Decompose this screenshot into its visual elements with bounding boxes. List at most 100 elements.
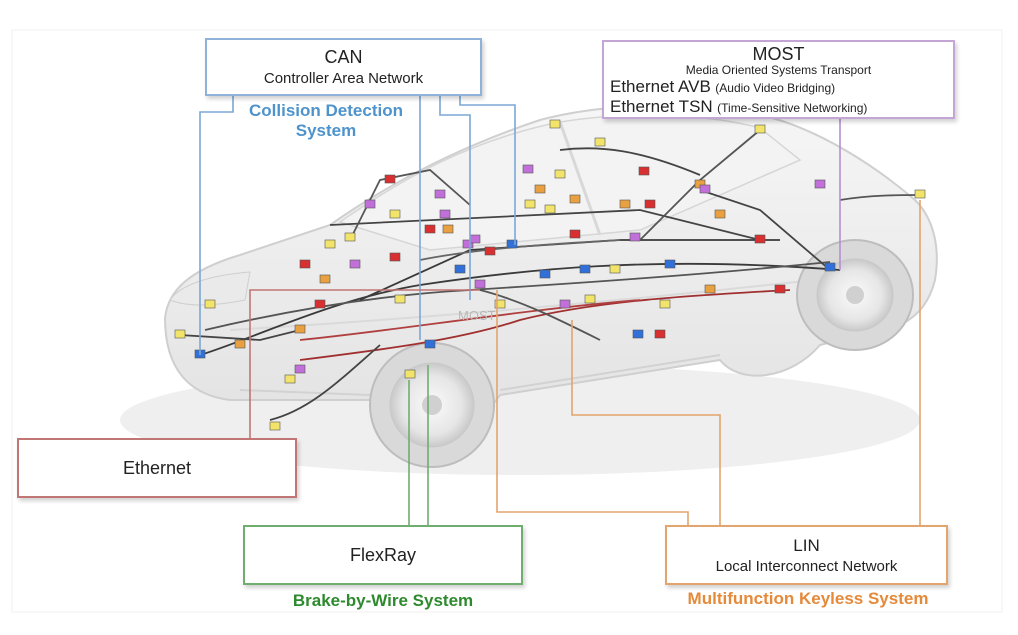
ecu-node [914, 189, 926, 199]
flexray-title: FlexRay [349, 545, 416, 565]
ecu-node [619, 199, 631, 209]
ecu-node [349, 259, 361, 269]
tsn-desc: (Time-Sensitive Networking) [717, 101, 868, 115]
ecu-node [638, 166, 650, 176]
ecu-node [824, 262, 836, 272]
lin-label-box: LIN Local Interconnect Network [665, 525, 948, 585]
ecu-node [654, 329, 666, 339]
can-connector [199, 96, 234, 355]
ecu-node [319, 274, 331, 284]
ecu-node [434, 189, 446, 199]
keyless-system-caption: Multifunction Keyless System [687, 589, 929, 608]
ecu-node [299, 259, 311, 269]
ecu-node [632, 329, 644, 339]
ecu-node [174, 329, 186, 339]
ecu-node [664, 259, 676, 269]
ecu-node [506, 239, 518, 249]
ecu-node [714, 209, 726, 219]
can-subtitle: Controller Area Network [263, 70, 424, 87]
ecu-node [314, 299, 326, 309]
avb-name: Ethernet AVB [610, 77, 711, 96]
ecu-node [469, 234, 481, 244]
ecu-node [324, 239, 336, 249]
ecu-node [629, 232, 641, 242]
ecu-node [474, 279, 486, 289]
ecu-node [699, 184, 711, 194]
ecu-node [389, 209, 401, 219]
can-title: CAN [324, 47, 363, 67]
ecu-node [659, 299, 671, 309]
ethernet-title: Ethernet [122, 458, 192, 478]
ecu-node [544, 204, 556, 214]
ecu-node [554, 169, 566, 179]
ecu-node [754, 234, 766, 244]
ecu-node [484, 246, 496, 256]
collision-detection-line1: Collision Detection [249, 101, 403, 120]
ecu-node [559, 299, 571, 309]
ecu-node [204, 299, 216, 309]
ecu-node [569, 229, 581, 239]
ecu-node [442, 224, 454, 234]
car-pillar [558, 121, 602, 236]
ecu-node [494, 299, 506, 309]
tsn-line: Ethernet TSN (Time-Sensitive Networking) [604, 97, 953, 117]
flexray-label-box: FlexRay [243, 525, 523, 585]
lin-connector [496, 290, 689, 525]
headlight [169, 271, 251, 306]
ecu-node [754, 124, 766, 134]
ecu-node [539, 269, 551, 279]
ecu-node [704, 284, 716, 294]
ecu-node [774, 284, 786, 294]
ecu-node [364, 199, 376, 209]
collision-detection-line2: System [295, 121, 357, 140]
ecu-node [579, 264, 591, 274]
ecu-node [524, 199, 536, 209]
ecu-node [284, 374, 296, 384]
avb-desc: (Audio Video Bridging) [715, 81, 836, 95]
ecu-node [644, 199, 656, 209]
ecu-node [389, 252, 401, 262]
brake-by-wire-caption: Brake-by-Wire System [292, 591, 474, 610]
tsn-name: Ethernet TSN [610, 97, 713, 116]
connector-lines [199, 96, 921, 525]
lin-title: LIN [793, 536, 820, 555]
ecu-node [424, 224, 436, 234]
ecu-node [462, 239, 474, 249]
ethernet-connector [249, 289, 480, 438]
ecu-node [294, 364, 306, 374]
avb-line: Ethernet AVB (Audio Video Bridging) [604, 77, 953, 97]
ecu-node [404, 369, 416, 379]
ecu-node [384, 174, 396, 184]
ecu-node [234, 339, 246, 349]
ecu-node [439, 209, 451, 219]
most-subtitle: Media Oriented Systems Transport [685, 63, 872, 77]
ecu-node [394, 294, 406, 304]
ecu-node [294, 324, 306, 334]
car-skirt [239, 354, 721, 396]
collision-detection-caption: Collision Detection System [236, 101, 416, 141]
most-title: MOST [752, 44, 805, 64]
ecu-node [269, 421, 281, 431]
ethernet-label-box: Ethernet [17, 438, 297, 498]
frame [11, 29, 1003, 613]
ecu-node [344, 232, 356, 242]
ecu-node [534, 184, 546, 194]
car-side-line [229, 269, 901, 331]
ecu-node [569, 194, 581, 204]
most-label-box: MOST Media Oriented Systems Transport Et… [602, 40, 955, 119]
car-glass [338, 114, 802, 251]
ecu-node [814, 179, 826, 189]
ecu-node [609, 264, 621, 274]
ecu-node [594, 137, 606, 147]
front-wheel [369, 342, 495, 468]
can-label-box: CAN Controller Area Network [205, 38, 482, 96]
ecu-node [549, 119, 561, 129]
ecu-nodes [174, 119, 926, 431]
lin-subtitle: Local Interconnect Network [715, 558, 898, 575]
ecu-node [584, 294, 596, 304]
car-most-label: MOST [458, 308, 496, 323]
ecu-node [454, 264, 466, 274]
ecu-node [522, 164, 534, 174]
